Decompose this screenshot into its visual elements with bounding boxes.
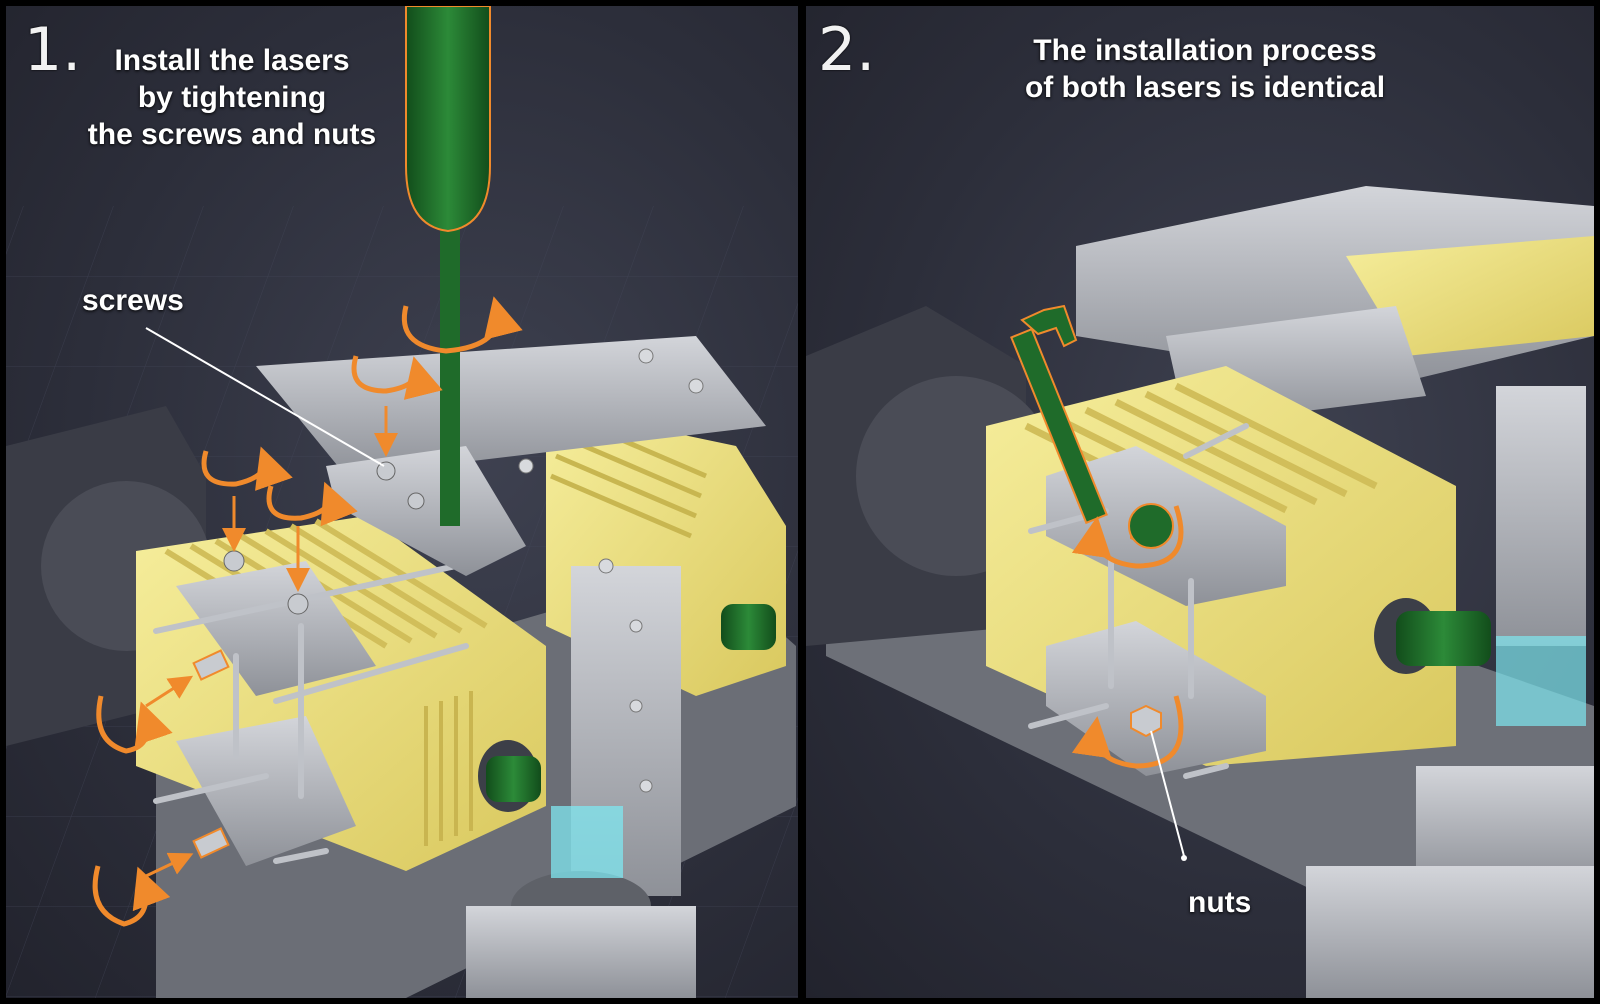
- screwdriver-handle: [405, 6, 491, 233]
- lower-clamp-bar: [176, 716, 356, 866]
- frame-screws: [518, 348, 704, 793]
- insertion-arrows: [145, 406, 398, 878]
- panel-step-2: 2. The installation process of both lase…: [806, 6, 1594, 998]
- rear-laser-heatsink-2: [1346, 236, 1594, 356]
- side-vent-slots: [424, 691, 473, 846]
- rear-laser-focus-knob: [721, 604, 776, 650]
- screws-panel-1: [223, 461, 425, 615]
- step-2-illustration: [806, 186, 1594, 998]
- step-1-caption: Install the lasers by tightening the scr…: [87, 44, 377, 151]
- wrench: [1010, 304, 1174, 549]
- front-mount-block-2: [1306, 866, 1594, 998]
- step-1-illustration: [6, 6, 798, 998]
- screws-callout-label: screws: [82, 284, 184, 317]
- step-number-2: 2.: [818, 15, 876, 85]
- laser-focus-knob-2: [1396, 611, 1491, 666]
- front-laser-focus-knob: [486, 756, 541, 802]
- rotation-arrows: [92, 296, 523, 927]
- screwdriver-shaft: [440, 206, 460, 526]
- nuts-leader-line: [1150, 730, 1185, 857]
- stage-block: [466, 906, 696, 998]
- beam-combiner-cube-2: [1496, 636, 1586, 726]
- beam-combiner-cube: [551, 806, 623, 878]
- rotation-arrows-2: [1071, 505, 1184, 769]
- nuts-panel-1: [192, 649, 230, 859]
- step-2-caption: The installation process of both lasers …: [1024, 34, 1386, 104]
- top-bracket: [326, 446, 526, 576]
- nuts-callout-label: nuts: [1188, 886, 1252, 919]
- side-frame-plate-2: [1496, 386, 1586, 646]
- nuts-leader-dot: [1181, 855, 1187, 861]
- screws-leader-line: [145, 327, 385, 467]
- panel-step-1: 1. Install the lasers by tightening the …: [6, 6, 798, 998]
- step-number-1: 1.: [24, 15, 82, 85]
